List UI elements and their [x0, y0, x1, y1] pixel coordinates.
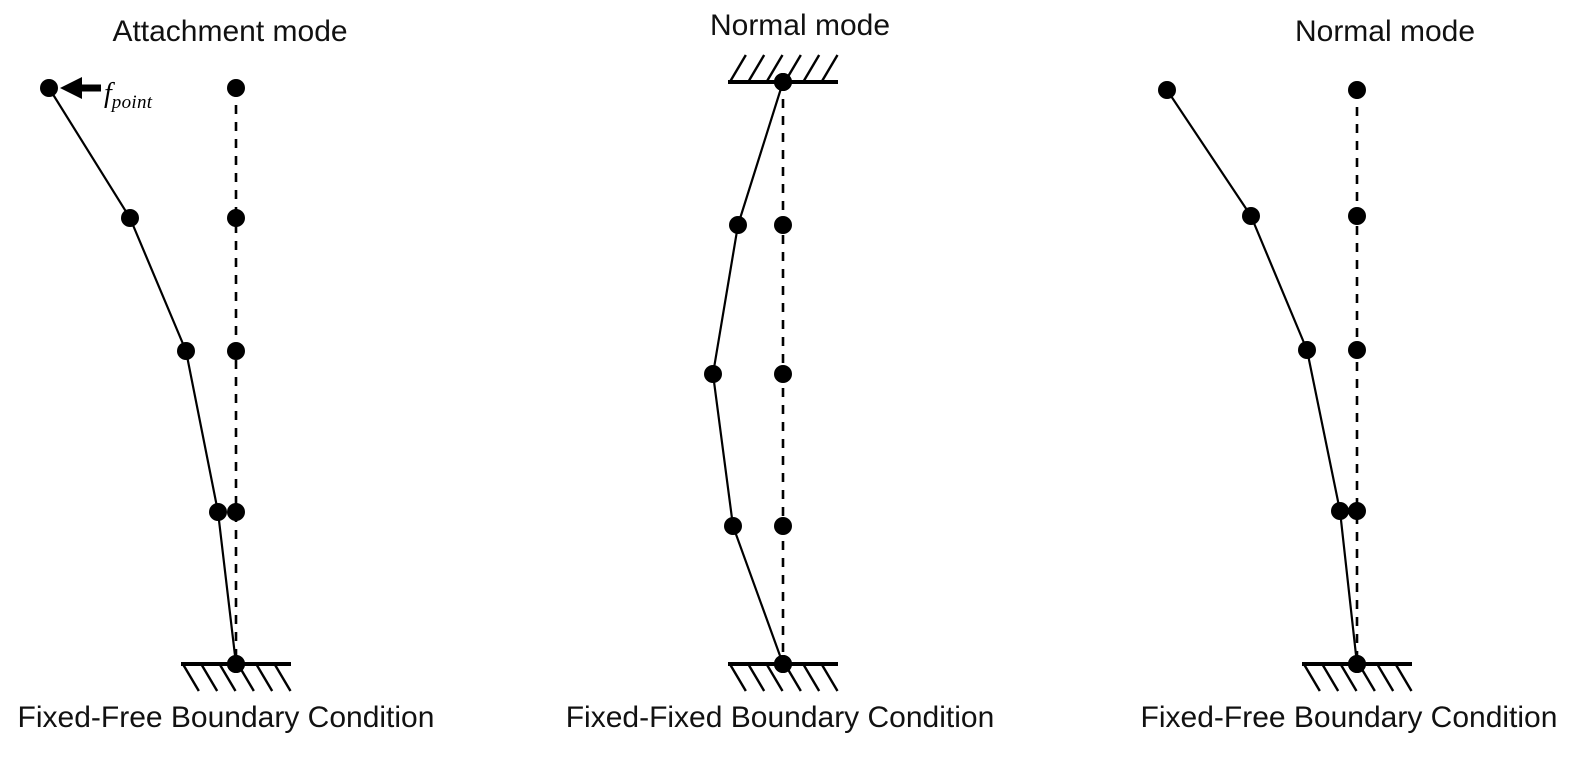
panel-3-ground-hatch — [1302, 663, 1321, 692]
panel-2-reference-node — [774, 365, 792, 383]
panel-2-ground-hatch — [728, 663, 747, 692]
panel-2-ground-hatch — [802, 663, 821, 692]
panel-1-deformed-node — [177, 342, 195, 360]
panel-2-ground-hatch — [820, 54, 839, 83]
panel-1-group — [40, 77, 292, 692]
panel-3-ground-hatch — [1394, 663, 1413, 692]
panel-1-deformed-node — [209, 503, 227, 521]
panel-1-caption: Fixed-Free Boundary Condition — [17, 701, 435, 734]
panel-1-reference-node — [227, 503, 245, 521]
panel-3-reference-node — [1348, 81, 1366, 99]
panel-3-deformed-node — [1298, 341, 1316, 359]
panel-2-ground-hatch — [765, 663, 784, 692]
panel-1-deformed-node — [121, 209, 139, 227]
panel-3-deformed-shape — [1165, 88, 1359, 666]
force-label-symbol: f — [104, 78, 112, 109]
panel-2-deformed-node — [729, 216, 747, 234]
panel-2-deformed-node — [774, 73, 792, 91]
panel-3-ground-hatch — [1339, 663, 1358, 692]
panel-3-reference-node — [1348, 207, 1366, 225]
panel-3-deformed-node — [1158, 81, 1176, 99]
panel-1-ground-hatch — [181, 663, 200, 692]
panel-1-force-arrow-head — [60, 77, 82, 99]
panel-2-ground-hatch — [765, 54, 784, 83]
panel-1-reference-node — [227, 209, 245, 227]
panel-1-title: Attachment mode — [112, 15, 348, 48]
force-label-subscript: point — [111, 92, 153, 114]
panel-2-group — [704, 54, 839, 692]
panel-1-ground-hatch — [200, 663, 219, 692]
panel-3-title: Normal mode — [1294, 15, 1476, 48]
panel-3-ground-hatch — [1321, 663, 1340, 692]
panel-2-ground-hatch — [802, 54, 821, 83]
panel-1-ground-hatch — [255, 663, 274, 692]
panel-2-ground-hatch — [728, 54, 747, 83]
panel-3-deformed-node — [1242, 207, 1260, 225]
panel-3-reference-node — [1348, 341, 1366, 359]
panel-2-ground-hatch — [747, 54, 766, 83]
panel-2-deformed-node — [704, 365, 722, 383]
panel-2-deformed-shape — [711, 80, 785, 666]
force-label-f-point: fpoint — [104, 78, 152, 114]
panel-2-reference-node — [774, 216, 792, 234]
panel-1-deformed-shape — [47, 86, 238, 666]
panel-1-reference-node — [227, 79, 245, 97]
panel-2-ground-hatch — [820, 663, 839, 692]
panel-1-deformed-node — [227, 655, 245, 673]
panel-1-reference-node — [227, 342, 245, 360]
panel-3-deformed-node — [1348, 655, 1366, 673]
panel-1-ground-hatch — [273, 663, 292, 692]
panel-1-force-arrow — [60, 77, 101, 99]
panel-3-ground-hatch — [1376, 663, 1395, 692]
panel-2-title: Normal mode — [709, 9, 891, 42]
panel-3-deformed-node — [1331, 502, 1349, 520]
panel-2-ground-hatch — [747, 663, 766, 692]
panel-2-deformed-node — [774, 655, 792, 673]
panel-1-deformed-node — [40, 79, 58, 97]
panel-3-caption: Fixed-Free Boundary Condition — [1140, 701, 1558, 734]
panel-1-ground-hatch — [218, 663, 237, 692]
panel-2-reference-node — [774, 517, 792, 535]
panel-2-caption: Fixed-Fixed Boundary Condition — [565, 701, 995, 734]
panel-3-reference-node — [1348, 502, 1366, 520]
panel-3-group — [1158, 81, 1413, 692]
panel-2-deformed-node — [724, 517, 742, 535]
